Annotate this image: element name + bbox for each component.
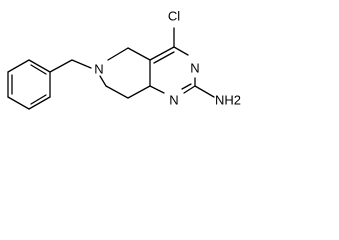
bond-benzyl-ch2 bbox=[49, 59, 73, 73]
bond bbox=[28, 59, 51, 73]
bond bbox=[105, 85, 129, 99]
bond-c-nh2 bbox=[194, 85, 215, 98]
double-bond-inner bbox=[30, 64, 47, 75]
benzene-ring bbox=[7, 59, 51, 110]
double-bond-inner bbox=[153, 51, 175, 64]
atom-label-nh2: NH2 bbox=[215, 93, 241, 108]
bond bbox=[127, 47, 151, 61]
double-bond-inner bbox=[181, 83, 192, 90]
bond bbox=[149, 85, 165, 94]
bond bbox=[173, 46, 189, 56]
atom-label-cl: Cl bbox=[168, 9, 180, 24]
bond bbox=[7, 59, 30, 73]
pyrimidine-ring bbox=[149, 46, 196, 94]
chemical-structure-diagram: N Cl N N NH2 bbox=[7, 9, 241, 110]
bond bbox=[149, 46, 175, 61]
bond bbox=[7, 96, 30, 110]
atom-label-n-ring: N bbox=[94, 62, 103, 77]
bond bbox=[107, 47, 129, 61]
bond bbox=[183, 85, 196, 94]
atom-label-n-pyrimidine-top: N bbox=[190, 61, 199, 76]
atom-label-n-pyrimidine-bottom: N bbox=[169, 93, 178, 108]
bond bbox=[28, 96, 51, 110]
double-bond-inner bbox=[30, 94, 47, 105]
bond bbox=[127, 85, 151, 99]
piperidine-ring bbox=[99, 47, 151, 99]
bond bbox=[99, 75, 107, 87]
bond-ch2-n bbox=[71, 59, 92, 69]
